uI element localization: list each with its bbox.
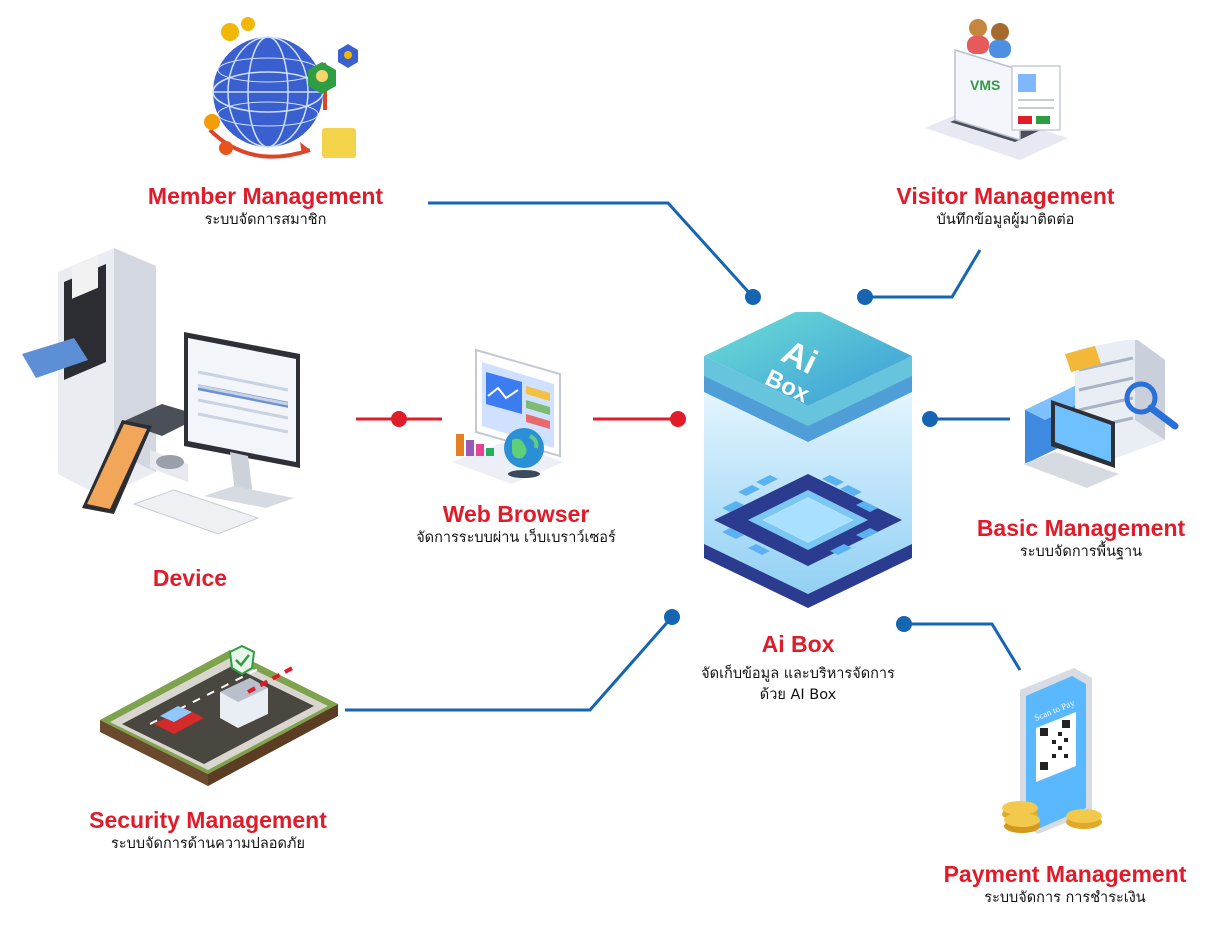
basic-title: Basic Management	[976, 515, 1186, 541]
visitor-laptop-icon: VMS	[925, 19, 1068, 160]
visitor-label: Visitor Management บันทึกข้อมูลผู้มาติดต…	[868, 182, 1143, 231]
ai-box-chip-icon: Ai Box	[704, 312, 912, 608]
link-payment-dot	[896, 616, 912, 632]
web-title: Web Browser	[442, 501, 590, 527]
device-kiosk-monitor-icon	[22, 248, 300, 535]
web-browser-icon	[452, 348, 564, 484]
link-security	[345, 616, 674, 712]
link-device-web-dot	[391, 411, 407, 427]
web-subtitle: จัดการระบบผ่าน เว็บเบราว์เซอร์	[416, 530, 616, 546]
link-security-dot	[664, 609, 680, 625]
aibox-title: Ai Box	[761, 631, 835, 657]
visitor-title: Visitor Management	[896, 183, 1115, 209]
vms-text: VMS	[970, 77, 1000, 93]
device-label: Device	[100, 564, 280, 592]
security-subtitle: ระบบจัดการด้านความปลอดภัย	[111, 836, 305, 852]
aibox-label: Ai Box จัดเก็บข้อมูล และบริหารจัดการ ด้ว…	[660, 630, 936, 706]
link-payment	[904, 622, 1022, 671]
globe-network-icon	[204, 17, 358, 159]
server-database-icon	[1023, 340, 1179, 488]
visitor-subtitle: บันทึกข้อมูลผู้มาติดต่อ	[936, 212, 1075, 228]
link-member-dot	[745, 289, 761, 305]
aibox-subtitle-2: ด้วย AI Box	[759, 687, 837, 703]
link-visitor-dot	[857, 289, 873, 305]
payment-title: Payment Management	[943, 861, 1187, 887]
device-title: Device	[152, 565, 228, 591]
security-gate-icon	[100, 644, 338, 786]
member-title: Member Management	[147, 183, 384, 209]
basic-label: Basic Management ระบบจัดการพื้นฐาน	[940, 514, 1222, 563]
member-label: Member Management ระบบจัดการสมาชิก	[128, 182, 403, 231]
aibox-subtitle-1: จัดเก็บข้อมูล และบริหารจัดการ	[701, 666, 895, 682]
basic-subtitle: ระบบจัดการพื้นฐาน	[1019, 544, 1143, 560]
web-label: Web Browser จัดการระบบผ่าน เว็บเบราว์เซอ…	[380, 500, 652, 549]
payment-subtitle: ระบบจัดการ การชำระเงิน	[984, 890, 1146, 906]
payment-phone-qr-icon: Scan to Pay	[1002, 668, 1102, 834]
link-visitor	[865, 249, 982, 299]
link-web-aibox-dot	[670, 411, 686, 427]
security-label: Security Management ระบบจัดการด้านความปล…	[58, 806, 358, 855]
payment-label: Payment Management ระบบจัดการ การชำระเงิ…	[918, 860, 1212, 909]
link-basic-dot	[922, 411, 938, 427]
security-title: Security Management	[89, 807, 327, 833]
member-subtitle: ระบบจัดการสมาชิก	[204, 212, 327, 228]
link-member	[428, 201, 755, 299]
